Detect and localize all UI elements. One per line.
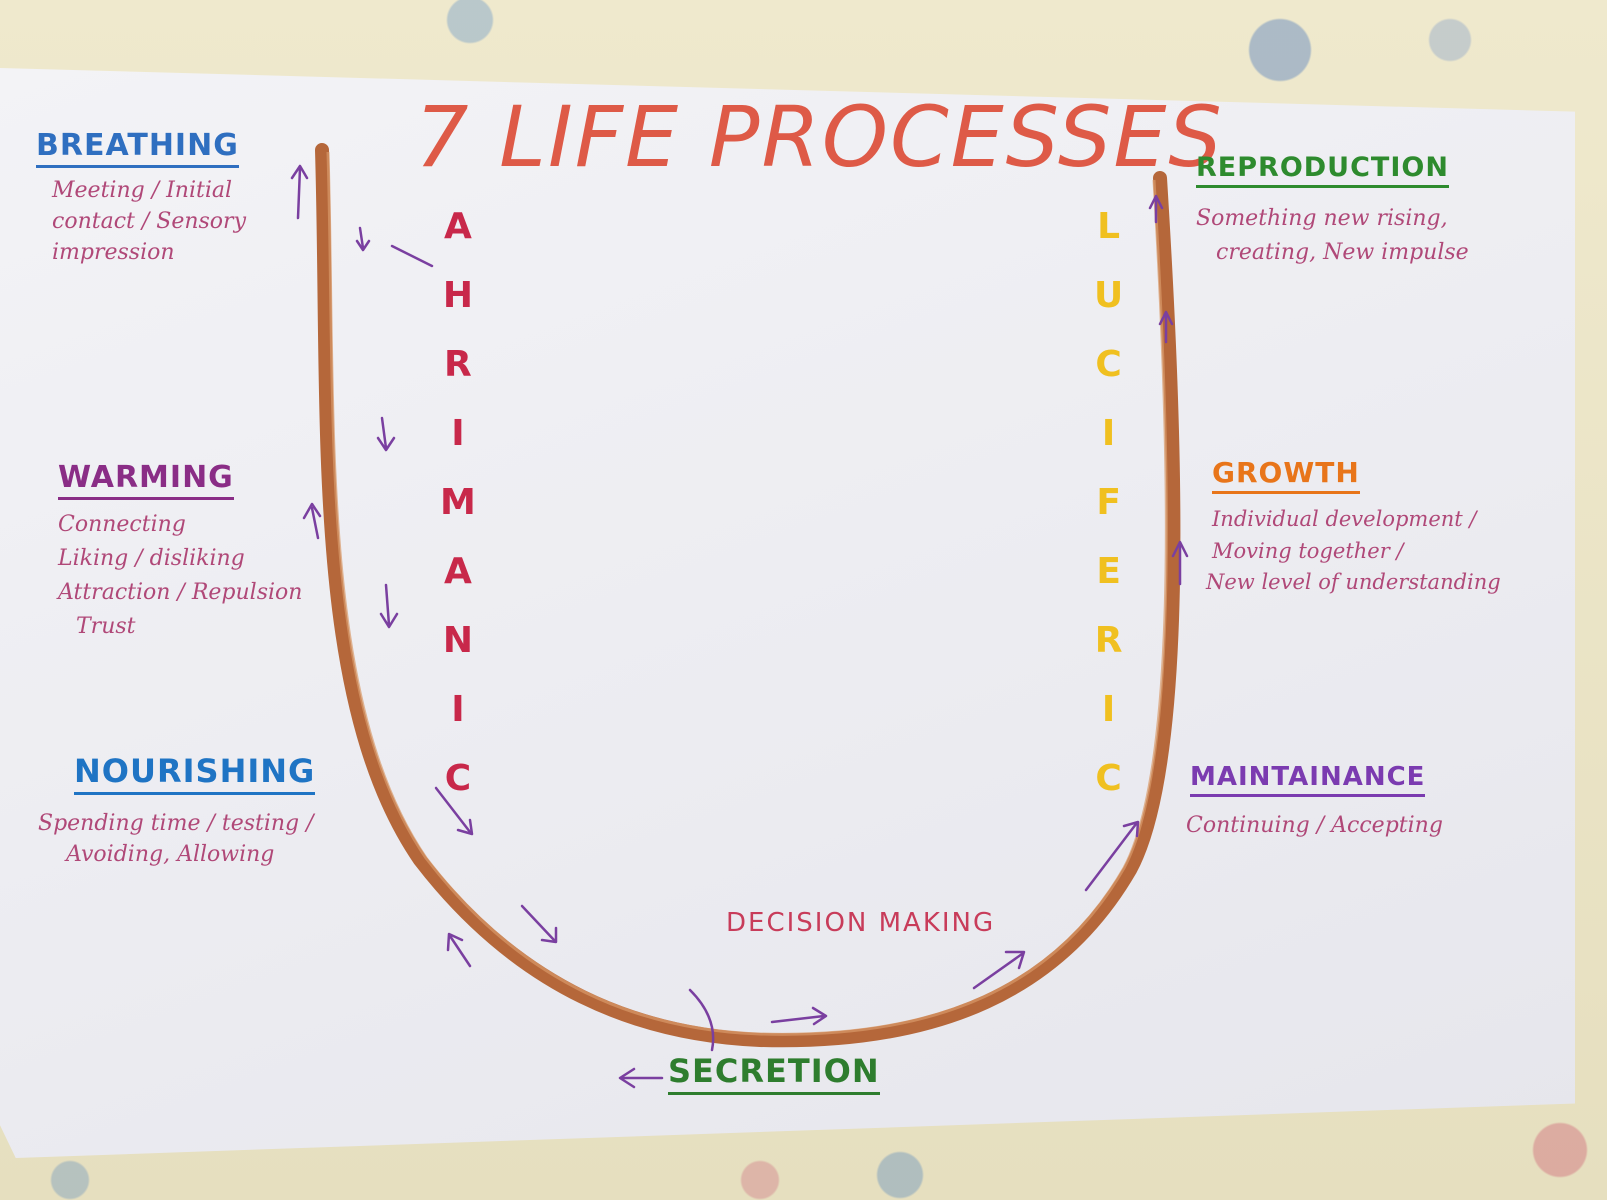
process-notes: Meeting / Initial contact / Sensory impr… <box>52 176 246 268</box>
process-nourishing: NOURISHING Spending time / testing / Avo… <box>38 752 316 871</box>
luciferic-letter: C <box>1095 758 1122 799</box>
note-line: Moving together / <box>1212 538 1404 563</box>
arrow-left-icon <box>618 1067 664 1089</box>
arrow-up-left-icon <box>446 932 472 968</box>
arrow-up-icon <box>1171 540 1189 586</box>
note-line: Something new rising, <box>1196 206 1448 231</box>
process-heading: REPRODUCTION <box>1196 152 1449 188</box>
note-line: Individual development / <box>1212 507 1477 531</box>
process-heading: BREATHING <box>36 128 239 168</box>
process-heading: WARMING <box>58 460 234 500</box>
ahrimanic-vertical-label: A H R I M A N I C <box>440 192 476 813</box>
luciferic-letter: C <box>1095 344 1122 385</box>
luciferic-letter: E <box>1096 551 1121 592</box>
note-line: Spending time / testing / <box>38 811 314 836</box>
process-notes: Continuing / Accepting <box>1186 811 1443 842</box>
arrow-down-icon <box>379 583 399 629</box>
arrow-up-icon <box>1158 310 1174 344</box>
process-growth: GROWTH Individual development / Moving t… <box>1206 456 1501 599</box>
process-breathing: BREATHING Meeting / Initial contact / Se… <box>36 128 246 268</box>
process-notes: Spending time / testing / Avoiding, Allo… <box>38 809 315 871</box>
process-notes: Something new rising, creating, New impu… <box>1196 202 1469 270</box>
arrow-up-right-icon <box>972 950 1026 990</box>
process-secretion: SECRETION <box>668 1052 880 1095</box>
page-title: 7 LIFE PROCESSES <box>415 88 1224 186</box>
process-notes: Individual development / Moving together… <box>1206 504 1501 599</box>
process-heading: NOURISHING <box>74 752 316 795</box>
connector-line <box>688 988 715 1052</box>
ahrimanic-letter: N <box>442 620 473 661</box>
note-line: creating, New impulse <box>1216 240 1469 266</box>
luciferic-letter: I <box>1101 413 1116 454</box>
ahrimanic-letter: M <box>440 482 476 523</box>
process-heading: GROWTH <box>1212 456 1360 494</box>
arrow-down-right-icon <box>434 786 474 836</box>
arrow-up-icon <box>302 502 322 540</box>
process-warming: WARMING Connecting Liking / disliking At… <box>58 460 302 644</box>
note-line: Continuing / Accepting <box>1186 813 1443 838</box>
arrow-up-icon <box>1148 194 1164 224</box>
arrow-down-icon <box>355 226 371 252</box>
note-line: Connecting <box>58 512 186 537</box>
note-line: Meeting / Initial <box>52 178 233 203</box>
arrow-up-right-icon <box>1084 820 1140 892</box>
ahrimanic-letter: H <box>442 275 473 316</box>
arrow-down-right-icon <box>520 904 558 944</box>
note-line: impression <box>52 239 175 265</box>
ahrimanic-letter: I <box>451 689 465 730</box>
ahrimanic-letter: R <box>444 344 472 385</box>
ahrimanic-letter: A <box>443 206 472 247</box>
arrow-up-icon <box>290 164 309 220</box>
paper-sheet <box>0 68 1575 1158</box>
luciferic-letter: F <box>1096 482 1121 523</box>
note-line: Avoiding, Allowing <box>66 841 275 867</box>
arrow-right-icon <box>770 1006 828 1026</box>
process-maintainance: MAINTAINANCE Continuing / Accepting <box>1186 762 1443 842</box>
luciferic-letter: R <box>1094 620 1123 661</box>
note-line: Liking / disliking <box>58 546 245 572</box>
process-notes: Connecting Liking / disliking Attraction… <box>58 508 302 644</box>
process-heading: SECRETION <box>668 1052 880 1095</box>
note-line: contact / Sensory <box>52 208 246 234</box>
process-reproduction: REPRODUCTION Something new rising, creat… <box>1196 152 1469 270</box>
decision-making-label: DECISION MAKING <box>726 908 996 938</box>
ahrimanic-letter: I <box>451 413 465 454</box>
connector-line <box>390 244 434 268</box>
process-u-curve <box>315 143 1181 1048</box>
luciferic-vertical-label: L U C I F E R I C <box>1094 192 1123 813</box>
ahrimanic-letter: A <box>443 551 472 592</box>
luciferic-letter: I <box>1101 689 1116 730</box>
luciferic-letter: L <box>1097 206 1121 247</box>
luciferic-letter: U <box>1094 275 1124 316</box>
note-line: Trust <box>76 614 136 640</box>
process-heading: MAINTAINANCE <box>1190 762 1426 797</box>
note-line: Attraction / Repulsion <box>58 580 303 606</box>
note-line: New level of understanding <box>1206 570 1501 594</box>
arrow-down-icon <box>376 416 396 452</box>
ahrimanic-letter: C <box>444 758 472 799</box>
